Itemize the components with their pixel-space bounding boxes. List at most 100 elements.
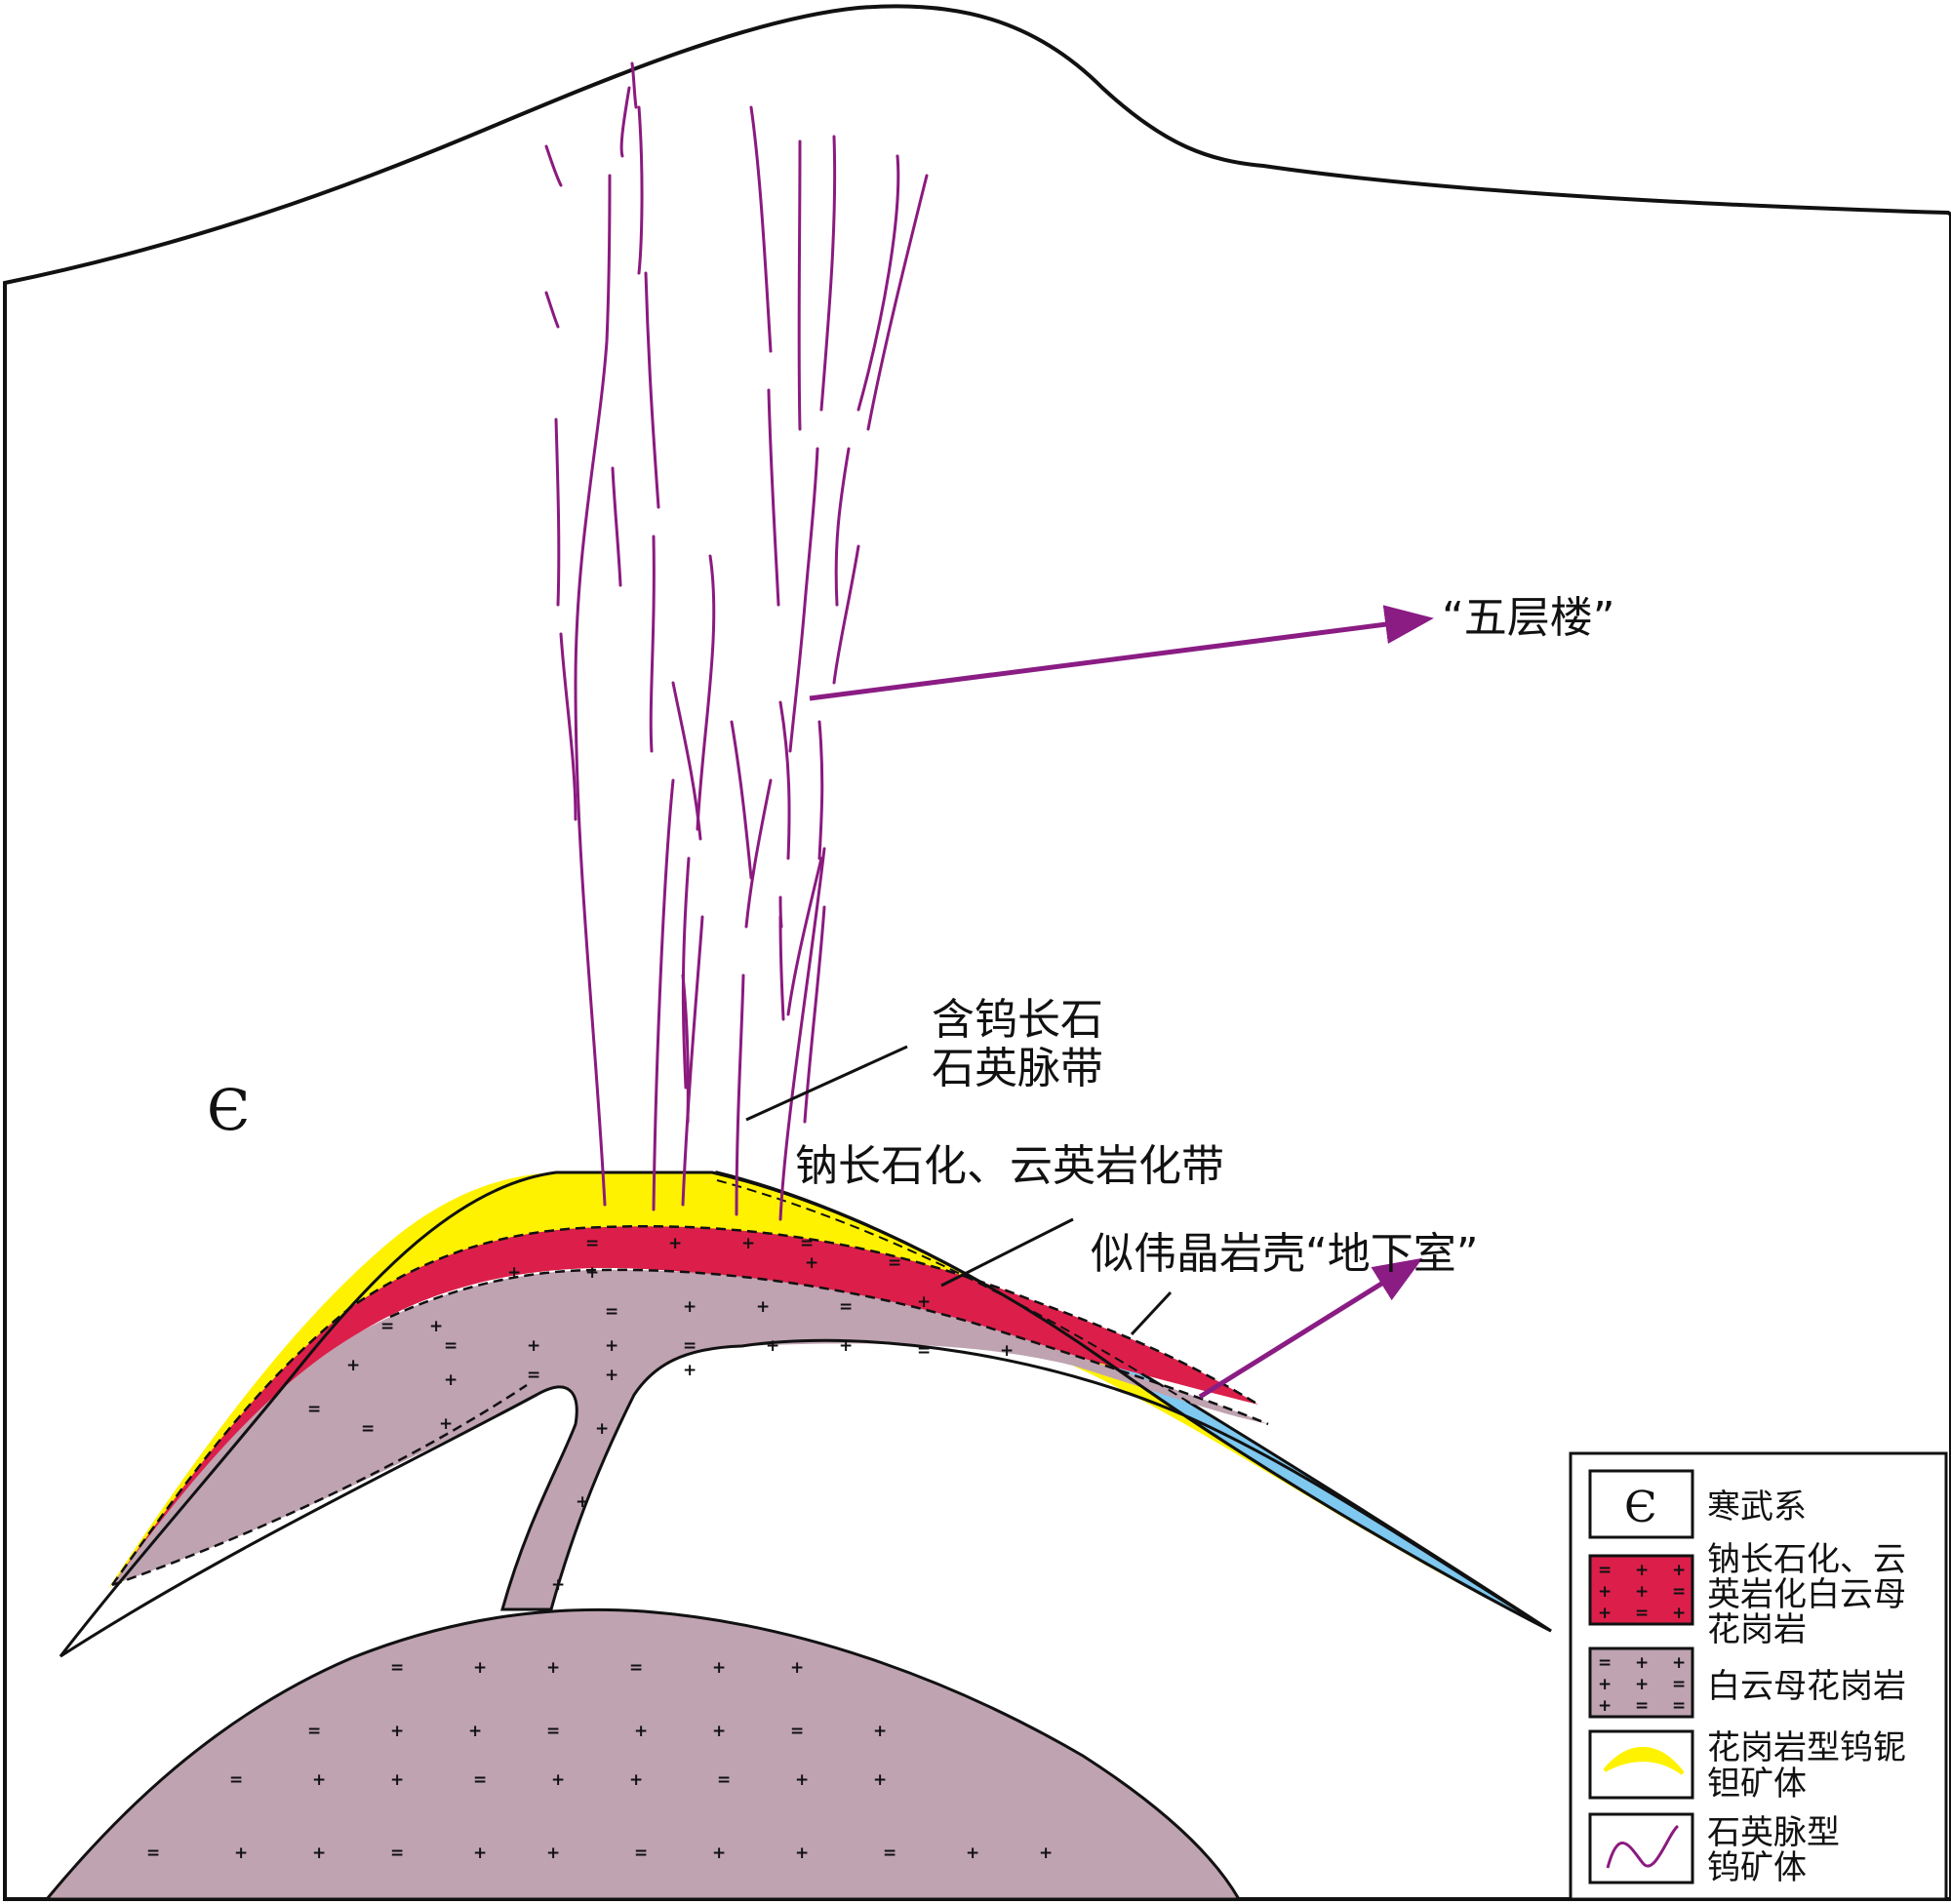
svg-text:=: =: [527, 1366, 540, 1385]
legend-swatch-albitized-marks: =++ ++= +=+: [1598, 1561, 1686, 1623]
svg-text:+: +: [1635, 1582, 1649, 1602]
muscovite-granite-body: [43, 1607, 1242, 1901]
svg-text:+: +: [473, 1658, 487, 1678]
svg-text:=: =: [473, 1770, 487, 1790]
cupola-outline: [59, 1170, 1552, 1658]
svg-text:+: +: [873, 1770, 887, 1790]
svg-text:+: +: [795, 1844, 809, 1863]
svg-text:=: =: [307, 1400, 321, 1419]
legend-label-cambrian: 寒武系: [1707, 1488, 1807, 1527]
svg-text:=: =: [917, 1341, 931, 1361]
svg-text:=: =: [839, 1297, 853, 1317]
svg-text:+: +: [683, 1297, 697, 1317]
svg-text:+: +: [346, 1356, 360, 1375]
svg-text:+: +: [605, 1336, 618, 1356]
svg-text:=: =: [444, 1336, 458, 1356]
svg-text:+: +: [605, 1366, 618, 1385]
svg-text:=: =: [361, 1419, 375, 1439]
svg-text:+: +: [551, 1575, 565, 1595]
section-frame: [3, 4, 1951, 1901]
svg-text:=: =: [800, 1234, 814, 1253]
svg-text:+: +: [585, 1263, 599, 1283]
svg-text:+: +: [805, 1253, 818, 1273]
svg-text:+: +: [576, 1492, 589, 1512]
svg-text:=: =: [307, 1722, 321, 1741]
leader-pegmatite-shell: [1130, 1290, 1173, 1336]
svg-text:=: =: [634, 1844, 648, 1863]
svg-text:+: +: [873, 1722, 887, 1741]
svg-text:+: +: [1598, 1582, 1612, 1602]
legend-label-albitized-line2: 英岩化白云母: [1707, 1575, 1906, 1614]
svg-text:=: =: [683, 1336, 697, 1356]
svg-text:+: +: [766, 1336, 779, 1356]
svg-text:+: +: [551, 1770, 565, 1790]
svg-text:=: =: [585, 1234, 599, 1253]
svg-text:=: =: [1598, 1561, 1612, 1580]
legend-label-quartz-vein-line2: 钨矿体: [1707, 1848, 1807, 1887]
muscovite-granite-apophysis: [112, 1269, 1268, 1609]
leader-albitization-zone: [940, 1217, 1074, 1288]
legend-swatch-albitized-granite: [1588, 1554, 1694, 1626]
svg-text:=: =: [229, 1770, 243, 1790]
svg-text:=: =: [1635, 1604, 1649, 1623]
svg-text:=: =: [390, 1844, 404, 1863]
label-vein-zone-line2: 石英脉带: [932, 1044, 1103, 1093]
legend-yellow-crescent-icon: [1603, 1746, 1685, 1775]
svg-text:+: +: [1672, 1604, 1686, 1623]
legend-swatch-cambrian: [1588, 1469, 1694, 1539]
legend: Є 寒武系 =++ ++= +=+ 钠长石化、云 英岩化白云母 花岗岩 =++ …: [1569, 1451, 1948, 1901]
svg-text:=: =: [390, 1658, 404, 1678]
svg-text:+: +: [629, 1770, 643, 1790]
svg-text:+: +: [1635, 1653, 1649, 1673]
arrow-five-storey: [809, 605, 1434, 701]
svg-text:+: +: [429, 1317, 443, 1336]
quartz-vein-ore-bodies: [544, 61, 929, 1221]
svg-text:=: =: [717, 1770, 731, 1790]
svg-text:+: +: [234, 1844, 248, 1863]
legend-vein-curve-icon: [1606, 1824, 1680, 1869]
svg-text:+: +: [527, 1336, 540, 1356]
cambrian-symbol: Є: [207, 1077, 250, 1143]
svg-text:+: +: [595, 1419, 609, 1439]
contact-line-yellow-red: [110, 1224, 1259, 1586]
legend-label-albitized-line1: 钠长石化、云: [1707, 1540, 1906, 1579]
albitized-granite-zone: [112, 1226, 1258, 1585]
svg-text:=: =: [790, 1722, 804, 1741]
svg-text:+: +: [473, 1844, 487, 1863]
legend-label-muscovite-granite: 白云母花岗岩: [1707, 1667, 1906, 1706]
svg-text:+: +: [444, 1370, 458, 1390]
svg-text:+: +: [439, 1414, 453, 1434]
svg-text:+: +: [839, 1336, 853, 1356]
svg-text:+: +: [668, 1234, 682, 1253]
svg-text:+: +: [312, 1844, 326, 1863]
svg-text:+: +: [712, 1658, 726, 1678]
arrow-basement: [1198, 1257, 1423, 1400]
svg-text:=: =: [883, 1844, 896, 1863]
legend-label-quartz-vein-line1: 石英脉型: [1707, 1813, 1840, 1852]
label-vein-zone-line1: 含钨长石: [932, 995, 1103, 1045]
svg-text:+: +: [546, 1844, 560, 1863]
svg-text:=: =: [605, 1302, 618, 1322]
svg-text:=: =: [1672, 1675, 1686, 1694]
leader-vein-zone: [745, 1045, 908, 1122]
svg-text:+: +: [756, 1297, 770, 1317]
label-albitization-zone: 钠长石化、云英岩化带: [795, 1141, 1224, 1191]
svg-text:+: +: [1000, 1341, 1014, 1361]
svg-text:=: =: [1635, 1696, 1649, 1716]
legend-swatch-granite-marks: =++ ++= +==: [1598, 1653, 1686, 1716]
svg-text:=: =: [380, 1317, 394, 1336]
legend-label-granite-ore-line2: 钽矿体: [1707, 1765, 1807, 1804]
legend-swatch-quartz-vein: [1588, 1812, 1694, 1884]
svg-text:+: +: [966, 1844, 979, 1863]
label-pegmatite-shell: 似伟晶岩壳“地下室”: [1091, 1229, 1479, 1279]
svg-text:+: +: [712, 1722, 726, 1741]
svg-text:+: +: [634, 1722, 648, 1741]
contact-line-yellow-blue: [716, 1179, 1552, 1632]
svg-text:+: +: [683, 1361, 697, 1380]
svg-text:+: +: [507, 1263, 521, 1283]
svg-text:+: +: [1598, 1675, 1612, 1694]
svg-text:+: +: [546, 1658, 560, 1678]
contact-line-red-granite: [111, 1268, 1269, 1587]
svg-text:=: =: [146, 1844, 160, 1863]
svg-text:+: +: [1598, 1604, 1612, 1623]
